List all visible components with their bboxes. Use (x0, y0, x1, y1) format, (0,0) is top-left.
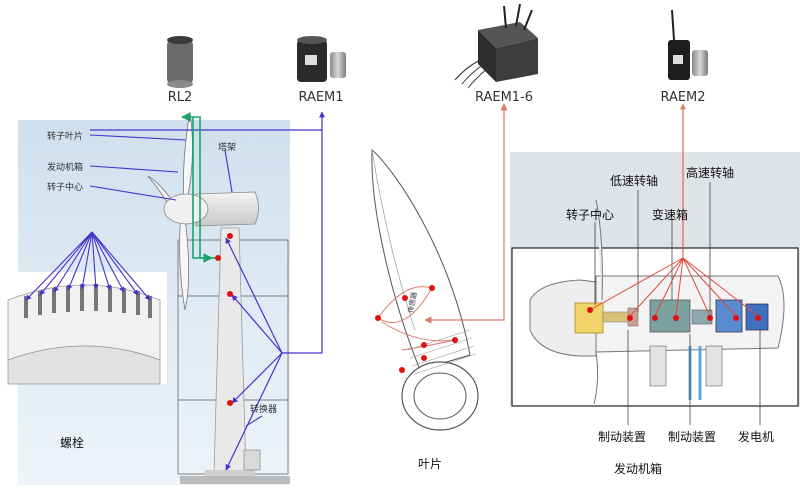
bolts-caption: 螺栓 (60, 436, 85, 450)
blade-sensor-links (377, 286, 456, 351)
gearbox-label: 变速箱 (652, 208, 689, 222)
converter-label: 转换器 (250, 405, 278, 415)
low-speed-shaft-label: 低速转轴 (610, 174, 659, 188)
raem2-sensor-icon (668, 9, 708, 80)
generator-label: 发电机 (738, 430, 775, 444)
rl2-connection-line (181, 112, 218, 263)
rotor-blade-label: 转子叶片 (47, 132, 84, 142)
brake-1-label: 制动装置 (598, 430, 647, 444)
raem1-6-sensor-icon (454, 3, 538, 89)
blade-caption: 叶片 (418, 457, 443, 471)
rotor-hub-label: 转子中心 (47, 183, 84, 193)
tower-label: 塔架 (218, 143, 237, 153)
high-speed-shaft-label: 高速转轴 (686, 166, 735, 180)
rl2-label: RL2 (167, 90, 193, 105)
gearbox-label-leaders (594, 182, 761, 425)
raem1-sensor-icon (297, 36, 346, 82)
gearbox-sensor-dots (587, 307, 761, 321)
bolt-arrows (25, 231, 151, 301)
tower-sensor-dots (215, 233, 233, 406)
tower (180, 227, 290, 484)
rl2-sensor-icon (167, 36, 193, 88)
nacelle-caption: 发动机箱 (614, 462, 663, 476)
blade-drawing (371, 148, 479, 431)
raem1-label: RAEM1 (298, 90, 344, 105)
nacelle-label: 发动机箱 (47, 163, 84, 173)
turbine-label-leaders (89, 134, 263, 427)
raem1-connection-lines (90, 111, 325, 471)
nacelle (163, 191, 259, 227)
converter-box (243, 449, 261, 471)
raem1-6-label: RAEM1-6 (474, 90, 534, 105)
rotor-hub-internal-label: 转子中心 (566, 208, 615, 222)
raem1-6-connection-line (424, 103, 508, 324)
blade-sensor-dots (375, 285, 458, 373)
bolt-ring-inset (2, 272, 167, 385)
raem2-connection-lines (589, 103, 759, 317)
brake-2-label: 制动装置 (668, 430, 717, 444)
raem2-label: RAEM2 (660, 90, 706, 105)
